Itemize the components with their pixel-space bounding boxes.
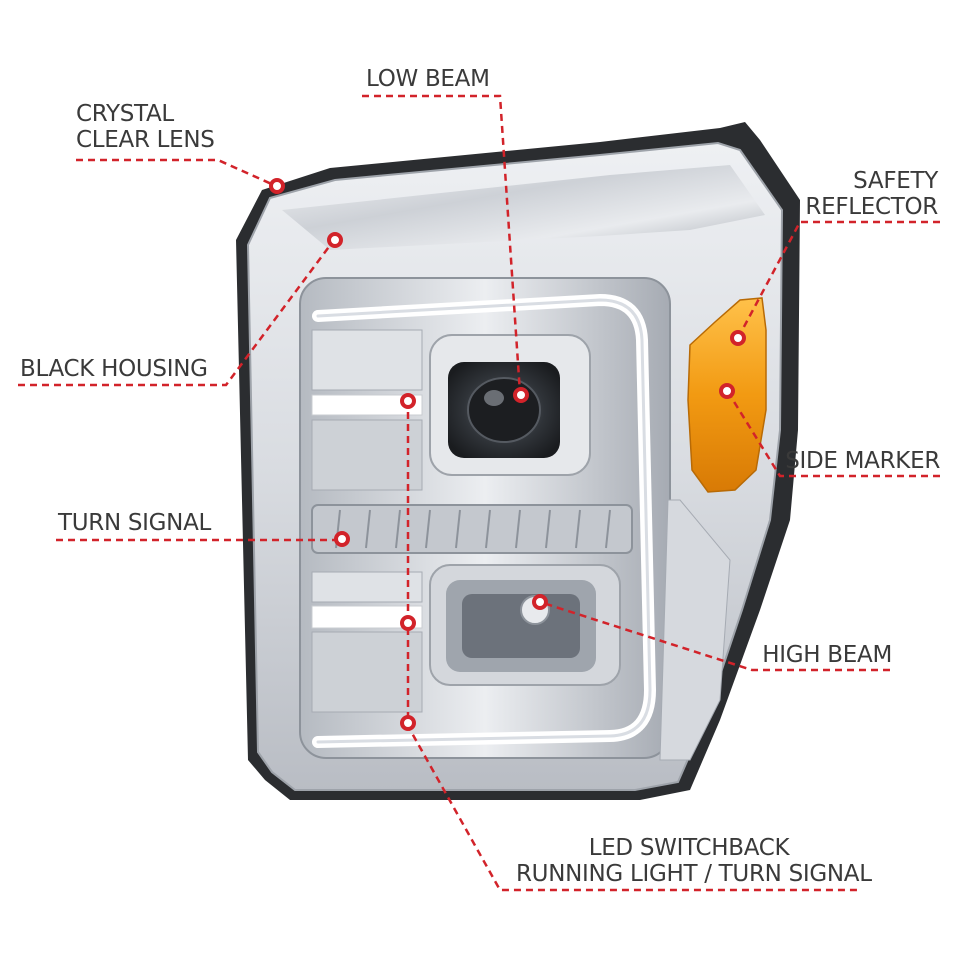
leader-safety-reflector bbox=[736, 220, 940, 339]
dot-black-housing bbox=[327, 232, 343, 248]
label-led-switchback: LED SWITCHBACK RUNNING LIGHT / TURN SIGN… bbox=[516, 835, 872, 887]
label-turn-signal-text: TURN SIGNAL bbox=[58, 510, 212, 536]
label-crystal-line2: CLEAR LENS bbox=[76, 127, 215, 153]
label-black-housing: BLACK HOUSING bbox=[20, 356, 208, 382]
label-safety-line2: REFLECTOR bbox=[805, 194, 938, 220]
label-crystal-clear-lens: CRYSTAL CLEAR LENS bbox=[76, 101, 215, 153]
leader-crystal-clear-lens bbox=[76, 158, 277, 188]
leader-low-beam bbox=[362, 94, 522, 394]
label-side-marker-text: SIDE MARKER bbox=[785, 448, 940, 474]
leader-led-switchback bbox=[406, 400, 860, 892]
label-high-beam-text: HIGH BEAM bbox=[762, 642, 892, 668]
label-led-line1: LED SWITCHBACK bbox=[588, 835, 790, 861]
turn-signal-strip-shape bbox=[311, 504, 633, 554]
label-crystal-line1: CRYSTAL bbox=[76, 101, 174, 127]
dot-safety-reflector bbox=[730, 330, 746, 346]
label-turn-signal: TURN SIGNAL bbox=[58, 510, 211, 536]
label-led-line2: RUNNING LIGHT / TURN SIGNAL bbox=[516, 861, 872, 887]
dot-led-upper bbox=[400, 393, 416, 409]
dot-led-middle bbox=[400, 615, 416, 631]
dot-low-beam bbox=[513, 387, 529, 403]
top-trim-shape bbox=[282, 165, 765, 250]
dot-high-beam bbox=[532, 594, 548, 610]
dot-led-lower bbox=[400, 715, 416, 731]
label-safety-reflector: SAFETY REFLECTOR bbox=[805, 168, 938, 220]
dot-turn-signal bbox=[334, 531, 350, 547]
leader-black-housing bbox=[18, 239, 336, 387]
leader-high-beam bbox=[539, 600, 890, 672]
label-low-beam: LOW BEAM bbox=[366, 66, 490, 92]
label-safety-line1: SAFETY bbox=[853, 168, 938, 194]
dot-side-marker bbox=[719, 383, 735, 399]
label-high-beam: HIGH BEAM bbox=[762, 642, 892, 668]
dot-crystal-clear-lens bbox=[269, 178, 285, 194]
label-side-marker: SIDE MARKER bbox=[785, 448, 940, 474]
label-black-housing-text: BLACK HOUSING bbox=[20, 356, 208, 382]
leader-side-marker bbox=[726, 391, 940, 478]
label-low-beam-text: LOW BEAM bbox=[366, 66, 490, 92]
